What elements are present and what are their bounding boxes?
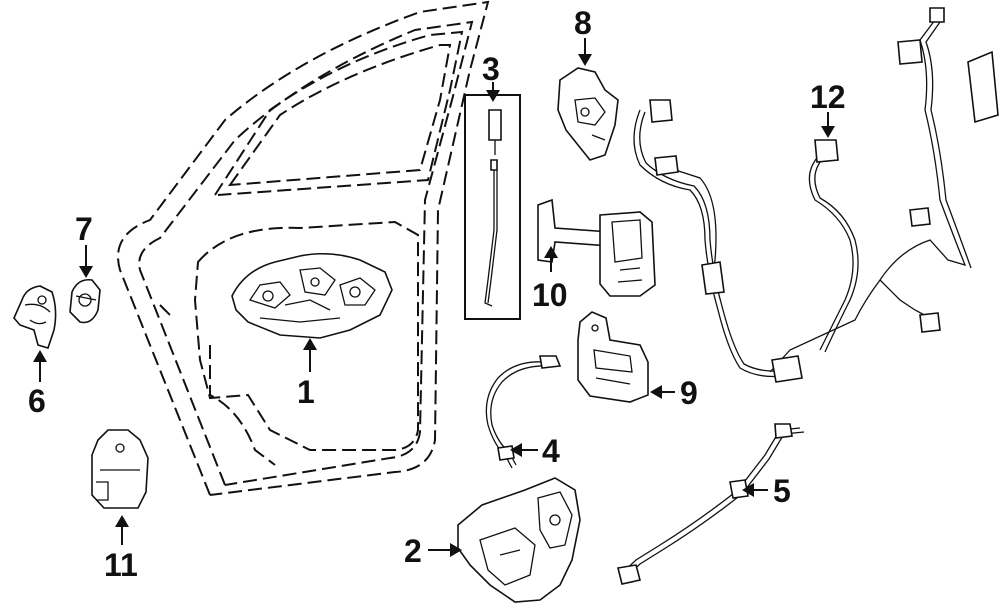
callout-2: 2 (404, 533, 422, 569)
part-1-handle-assembly (231, 252, 393, 339)
part-8-bracket (557, 67, 619, 161)
callout-6: 6 (28, 383, 46, 419)
leader-lines (33, 38, 835, 557)
callout-1: 1 (297, 374, 315, 410)
callout-3: 3 (482, 51, 500, 87)
part-12-harness (633, 7, 999, 383)
part-7-cap (69, 278, 101, 324)
door-outline (117, 0, 490, 496)
part-9-hinge (577, 311, 649, 403)
callout-10: 10 (532, 277, 568, 313)
callout-7: 7 (75, 211, 93, 247)
part-2-latch (457, 477, 581, 603)
part-4-cable (485, 355, 562, 469)
part-11-module (91, 429, 149, 509)
part-3-rod (464, 94, 521, 320)
callout-9: 9 (680, 375, 698, 411)
part-10-door-check (537, 198, 656, 297)
callout-8: 8 (574, 5, 592, 41)
part-6-bracket (13, 285, 57, 349)
callout-11: 11 (104, 547, 138, 583)
callout-5: 5 (773, 473, 791, 509)
callout-4: 4 (542, 433, 560, 469)
callout-12: 12 (810, 79, 846, 115)
